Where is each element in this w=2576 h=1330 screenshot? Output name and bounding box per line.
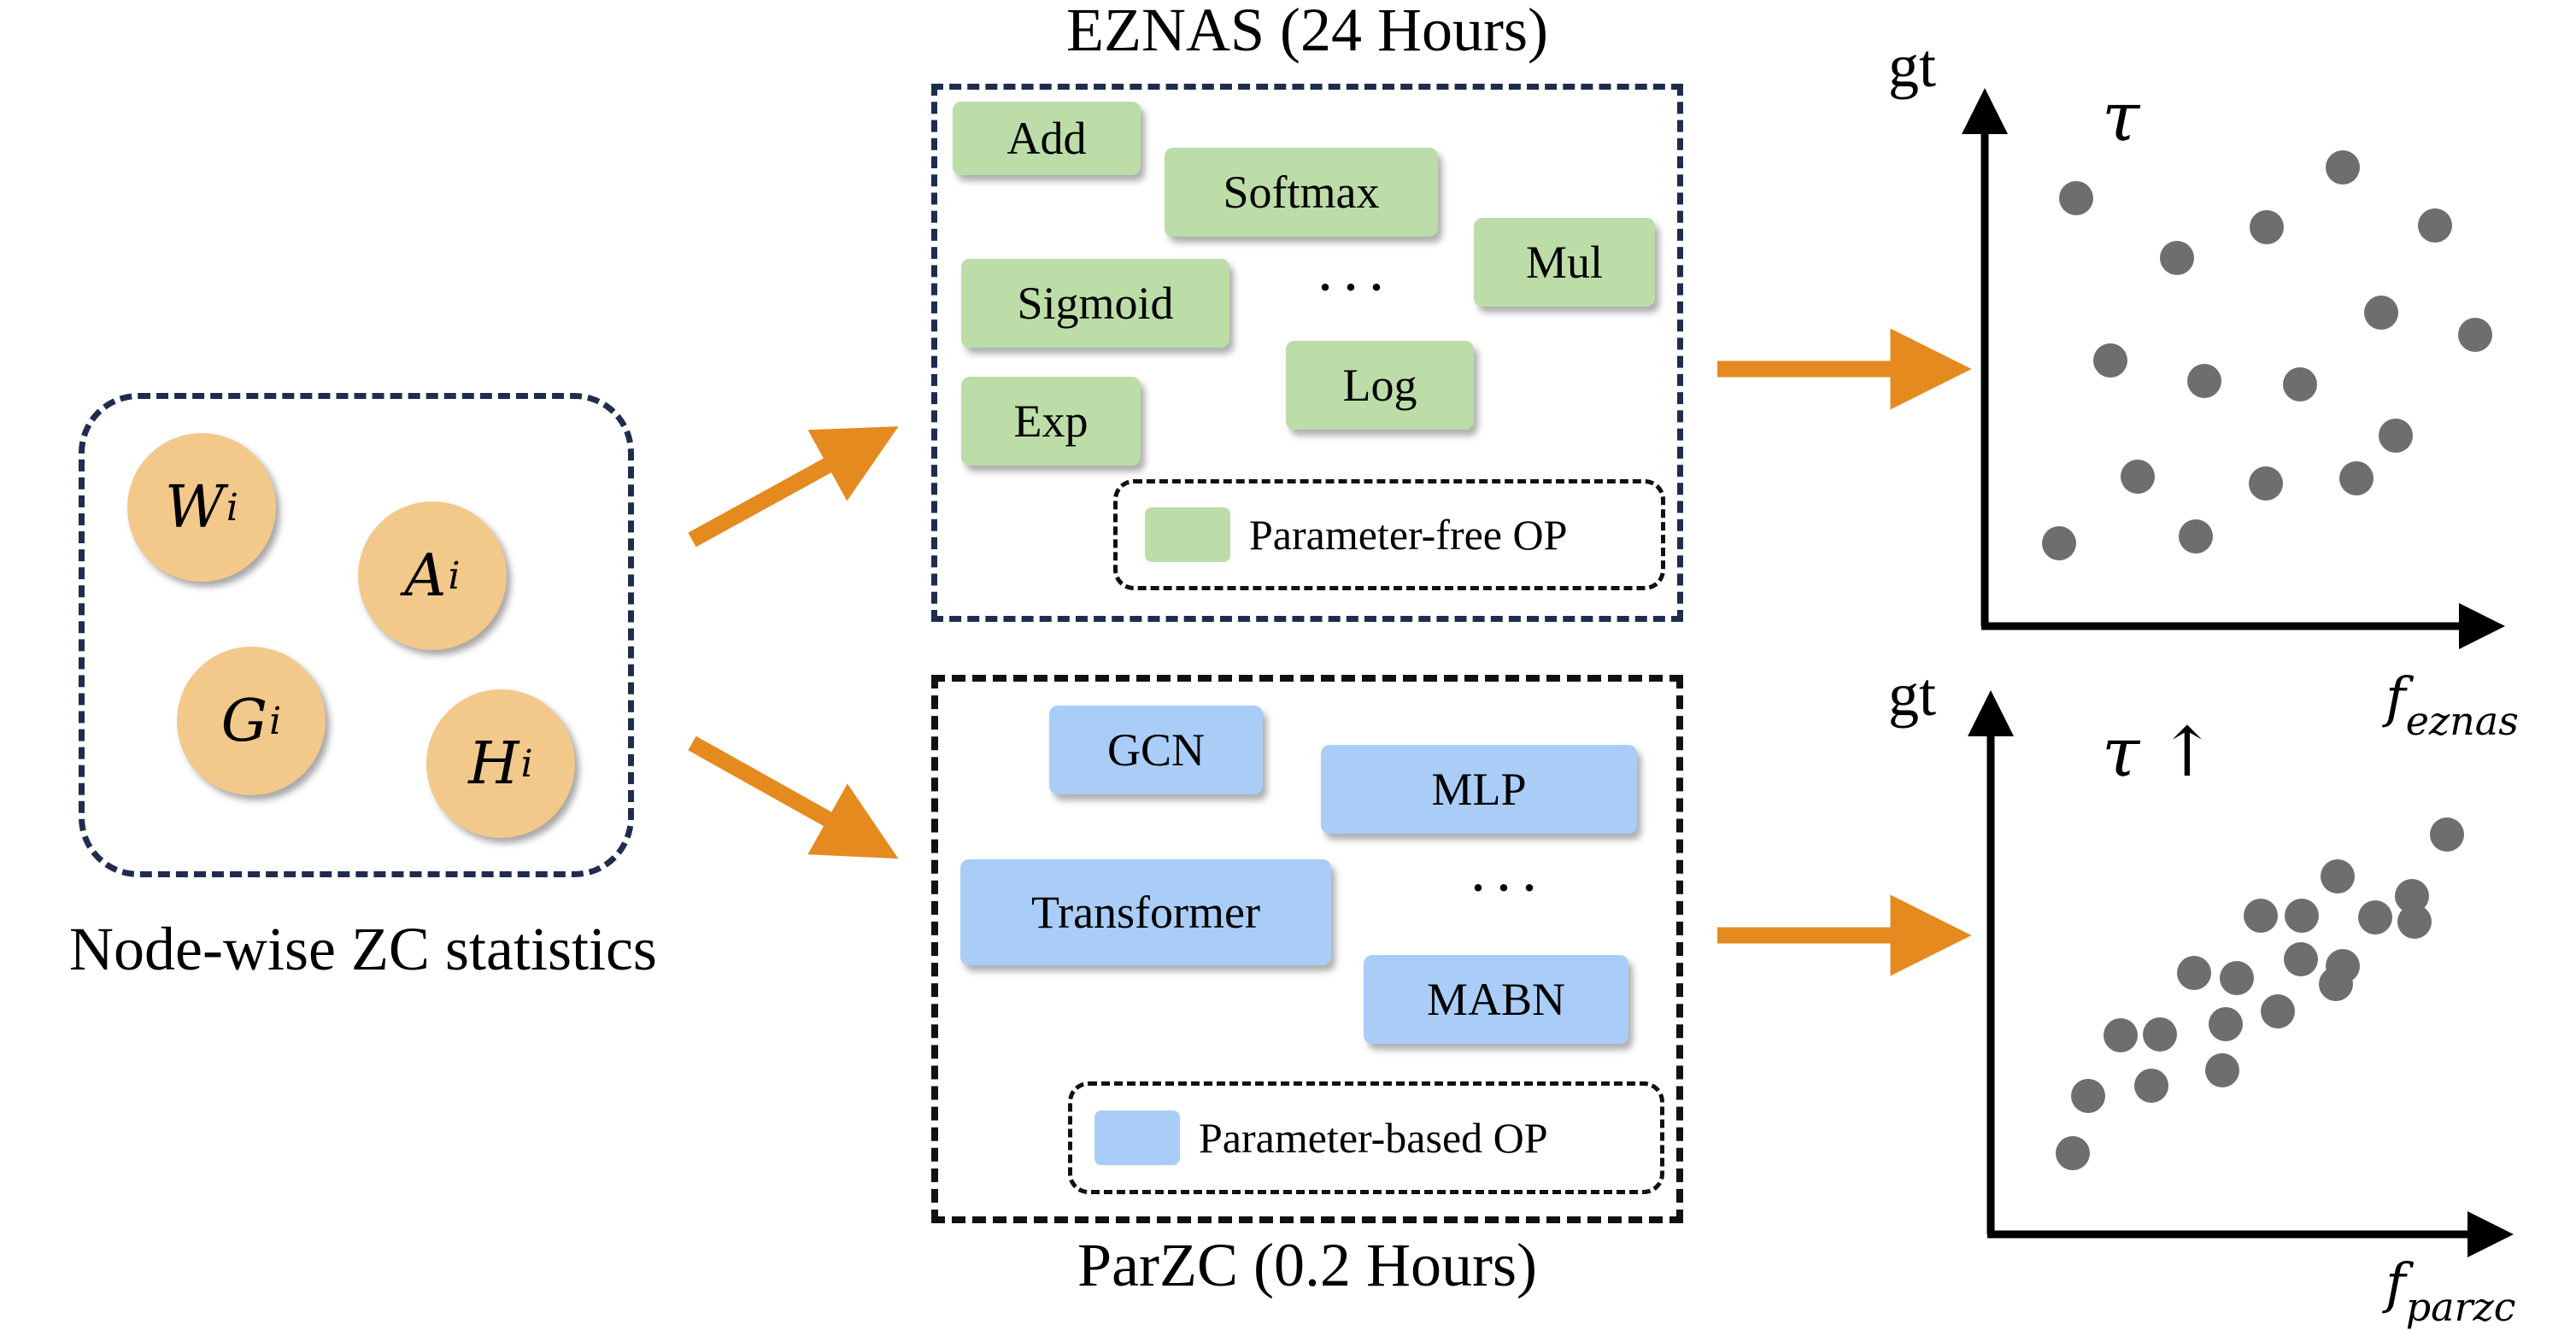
scatter-point [2071,1079,2105,1113]
legend-free-swatch [1145,507,1230,562]
scatter-point [2093,343,2127,378]
legend-based-label: Parameter-based OP [1199,1114,1548,1162]
legend-free-label: Parameter-free OP [1249,511,1568,559]
parzc-panel: GCN MLP Transformer ··· MABN Parameter-b… [931,675,1683,1223]
op-mul: Mul [1474,218,1655,307]
scatter-point [2244,899,2278,933]
top-scatter-points [2042,150,2492,560]
parzc-title: ParZC (0.2 Hours) [1077,1231,1537,1299]
scatter-point [2249,466,2283,501]
scatter-point [2339,461,2374,495]
scatter-point [2179,519,2213,554]
top-tau-symbol: τ [2102,77,2140,156]
top-tau: τ [2102,77,2158,156]
scatter-point [2395,879,2429,913]
op-mlp: MLP [1321,745,1637,834]
node-w-base: W [165,473,225,542]
scatter-point [2319,967,2353,1001]
bottom-tau: τ↑ [2102,712,2215,792]
parzc-ellipsis: ··· [1468,853,1545,922]
node-g-base: G [220,687,268,755]
scatter-point [2284,942,2318,976]
eznas-panel: Add Softmax Mul Sigmoid ··· Log Exp Para… [931,84,1683,622]
bottom-xlabel: fparzc [2385,1252,2516,1330]
eznas-title: EZNAS (24 Hours) [1066,0,1548,64]
arrow-to-eznas [688,426,899,548]
scatter-point [2326,150,2360,185]
bottom-xlabel-base: f [2385,1252,2406,1315]
scatter-point [2283,367,2317,401]
top-xlabel-sub: eznas [2405,698,2519,744]
parzc-legend: Parameter-based OP [1068,1081,1664,1194]
scatter-point [2430,817,2464,852]
node-w-sub: i [226,485,238,530]
scatter-point [2358,900,2392,935]
scatter-point [2104,1018,2138,1052]
op-transformer: Transformer [960,859,1331,965]
scatter-point [2134,1069,2168,1103]
top-xlabel: feznas [2385,666,2519,744]
bottom-ylabel: gt [1888,660,1937,729]
scatter-point [2177,956,2211,990]
node-h-base: H [468,729,519,798]
scatter-point [2187,364,2221,398]
op-softmax: Softmax [1165,148,1438,237]
node-a-sub: i [448,554,461,598]
op-gcn: GCN [1049,706,1263,794]
bottom-scatter-points [2056,817,2464,1170]
top-ylabel: gt [1888,32,1937,100]
op-exp: Exp [961,377,1141,466]
op-mabn: MABN [1364,955,1628,1044]
scatter-point [2121,460,2155,494]
scatter-point [2220,961,2254,995]
bottom-xlabel-sub: parzc [2405,1284,2516,1330]
stats-caption: Node-wise ZC statistics [69,915,657,983]
scatter-point [2458,318,2492,352]
scatter-point [2056,1136,2090,1170]
eznas-legend: Parameter-free OP [1113,479,1665,590]
scatter-point [2160,241,2194,275]
op-sigmoid: Sigmoid [961,259,1229,348]
arrow-to-parzc [688,735,899,859]
scatter-point [2209,1007,2243,1041]
scatter-point [2143,1017,2177,1052]
top-xlabel-base: f [2385,666,2406,729]
op-add: Add [953,102,1141,175]
scatter-point [2261,994,2295,1028]
scatter-point [2250,210,2284,244]
scatter-point [2059,181,2093,215]
eznas-ellipsis: ··· [1315,253,1392,321]
scatter-point [2285,899,2319,933]
node-h-sub: i [520,741,533,786]
scatter-point [2042,526,2076,560]
node-a-base: A [404,542,447,610]
scatter-point [2397,905,2432,939]
scatter-point [2379,419,2413,453]
legend-based-swatch [1094,1110,1180,1165]
op-log: Log [1286,341,1474,430]
node-g-sub: i [269,699,282,743]
bottom-tau-symbol: τ [2102,712,2140,792]
scatter-point [2205,1053,2239,1087]
bottom-tau-arrow: ↑ [2158,712,2216,792]
scatter-point [2321,859,2355,894]
scatter-point [2418,208,2452,243]
scatter-point [2364,296,2398,330]
